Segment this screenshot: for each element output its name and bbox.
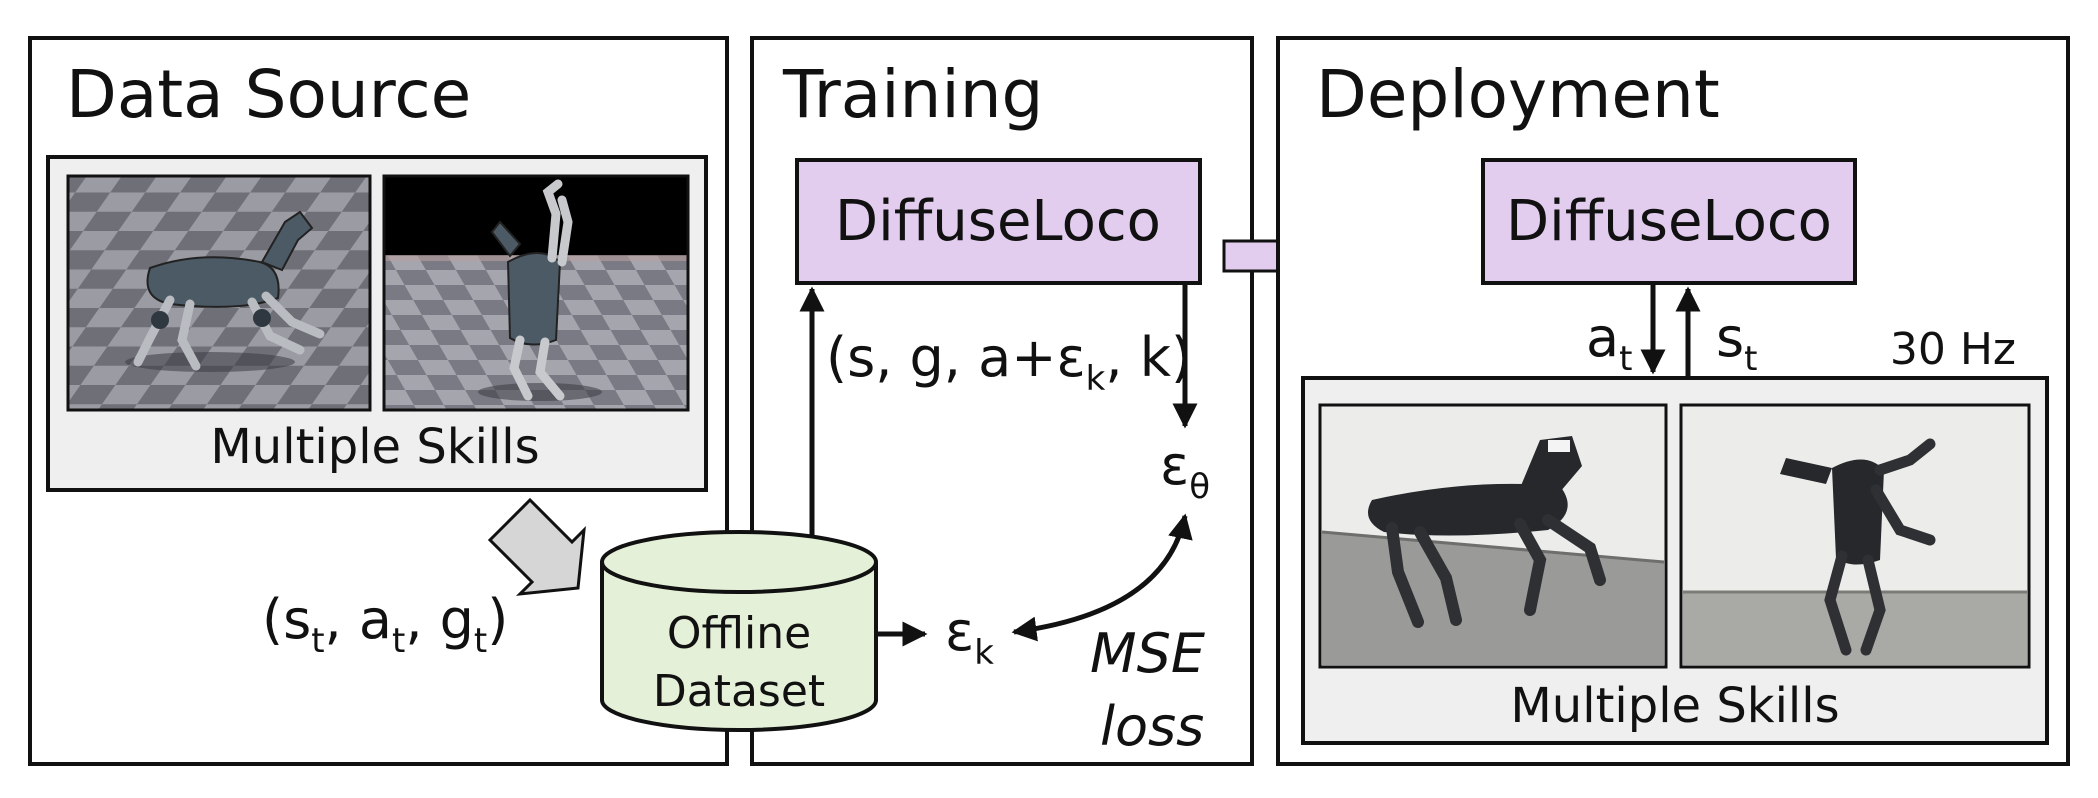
mse-label: MSE (1090, 622, 1206, 685)
real-robot-icon (1780, 438, 1936, 656)
action-label: at (1586, 306, 1632, 379)
flow-arrow-icon (487, 497, 586, 596)
data-source-panel: Data Source (28, 36, 729, 766)
data-tuple: (st, at, gt) (262, 588, 508, 661)
noisy-input-tuple: (s, g, a+εk, k) (826, 326, 1192, 399)
training-title: Training (782, 56, 1043, 133)
real-robot-icon (1368, 436, 1606, 628)
sim-skills-caption: Multiple Skills (210, 419, 539, 475)
loss-label: loss (1100, 695, 1204, 758)
mse-loss-arrow (1011, 513, 1193, 642)
sim-robot-icon (125, 210, 325, 372)
eps-theta: εθ (1160, 434, 1210, 507)
deployment-model-box (1481, 158, 1857, 285)
eps-k: εk (945, 600, 994, 673)
sim-robot-icon (478, 179, 602, 401)
state-label: st (1716, 306, 1757, 379)
real-image-2 (1679, 403, 2031, 669)
deployment-panel: Deployment DiffuseLoco at st 30 Hz (1276, 36, 2070, 766)
data-source-title: Data Source (66, 56, 471, 133)
real-image-1 (1318, 403, 1668, 669)
deployment-title: Deployment (1316, 56, 1720, 133)
training-panel: Training DiffuseLoco (s, g, a+εk, k) εθ … (600, 36, 1254, 766)
dataset-label-line1: Offline (667, 608, 811, 659)
dataset-label-line2: Dataset (653, 666, 825, 717)
sim-image-1 (66, 174, 372, 412)
deployment-model-label: DiffuseLoco (1506, 189, 1832, 254)
sim-image-2 (382, 174, 690, 412)
offline-dataset-cylinder: Offline Dataset (600, 530, 878, 732)
training-model-box (795, 158, 1202, 285)
frequency-label: 30 Hz (1890, 324, 2016, 375)
training-model-label: DiffuseLoco (835, 189, 1161, 254)
real-skills-caption: Multiple Skills (1510, 678, 1839, 734)
